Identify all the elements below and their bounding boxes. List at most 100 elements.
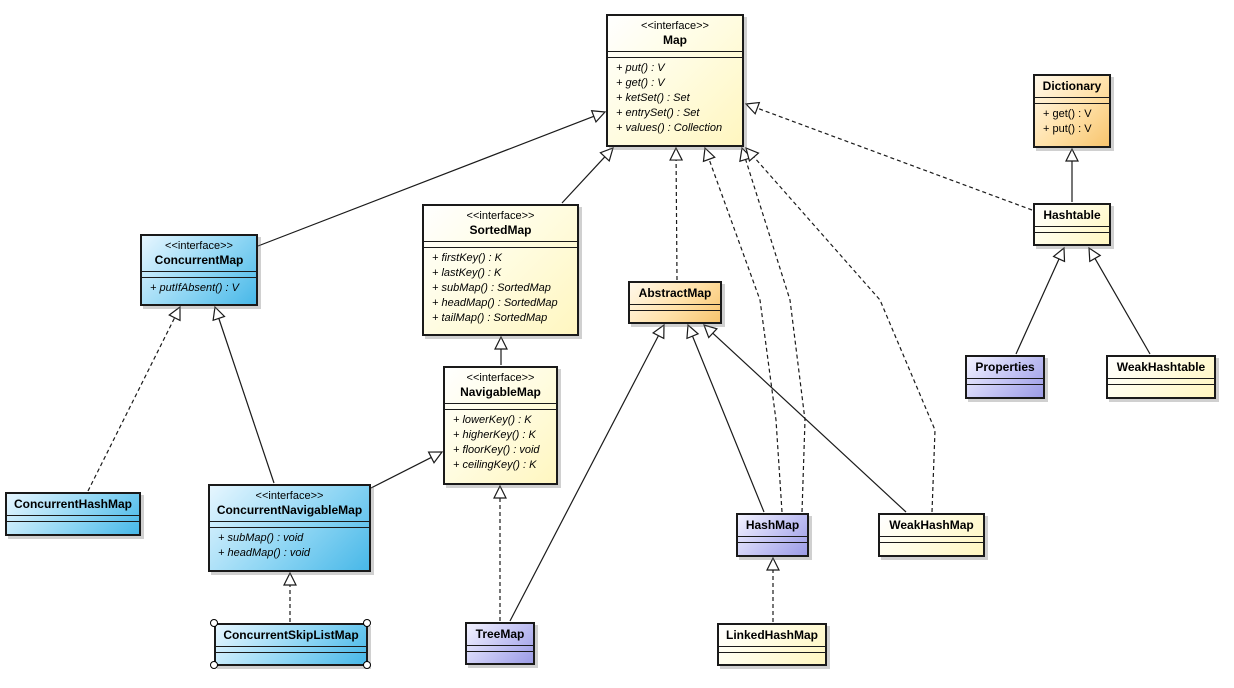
- class-name: Properties: [975, 360, 1035, 374]
- edge-concurrentskiplistmap-concurrentnavigablemap-arrowhead: [283, 571, 297, 586]
- attributes-compartment: [424, 241, 577, 247]
- attributes-compartment: [445, 403, 556, 409]
- edge-weakhashmap-map: [753, 156, 936, 513]
- operation: + entrySet() : Set: [616, 107, 700, 119]
- class-name: ConcurrentMap: [154, 253, 244, 267]
- selection-handle[interactable]: [363, 661, 371, 669]
- edge-treemap-navigablemap-arrowhead: [493, 484, 507, 499]
- operations-compartment: + lowerKey() : K + higherKey() : K + flo…: [445, 409, 556, 476]
- edge-concurrentnavigablemap-concurrentmap-arrowhead: [212, 305, 226, 322]
- class-dictionary[interactable]: Dictionary + get() : V + put() : V: [1033, 74, 1111, 148]
- class-concurrent-hash-map[interactable]: ConcurrentHashMap: [5, 492, 141, 536]
- class-sorted-map[interactable]: <<interface>>SortedMap + firstKey() : K …: [422, 204, 579, 336]
- class-hashtable[interactable]: Hashtable: [1033, 203, 1111, 246]
- edge-hashmap-map-arrowhead: [702, 146, 716, 163]
- edge-treemap-abstractmap-arrowhead: [652, 323, 665, 340]
- edge-weakhashmap-abstractmap-arrowhead: [703, 324, 718, 339]
- edge-hashmap-map: [708, 159, 783, 513]
- operations-compartment: [738, 542, 807, 548]
- class-name: Dictionary: [1042, 79, 1102, 93]
- stereotype-label: <<interface>>: [165, 240, 233, 252]
- operation: + putIfAbsent() : V: [150, 282, 239, 294]
- attributes-compartment: [142, 271, 256, 277]
- operation: + higherKey() : K: [453, 429, 536, 441]
- operations-compartment: [216, 652, 366, 658]
- stereotype-label: <<interface>>: [466, 210, 535, 222]
- edge-sortedmap-map: [561, 156, 606, 204]
- class-hash-map[interactable]: HashMap: [736, 513, 809, 557]
- class-name: WeakHashtable: [1116, 360, 1206, 374]
- edge-concurrentnavigablemap-navigablemap: [370, 456, 432, 489]
- class-name: ConcurrentSkipListMap: [223, 628, 359, 642]
- selection-handle[interactable]: [363, 619, 371, 627]
- edge-weakhashmap-map-arrowhead: [745, 146, 760, 163]
- operations-compartment: [630, 310, 720, 316]
- class-concurrent-navigable-map[interactable]: <<interface>>ConcurrentNavigableMap + su…: [208, 484, 371, 572]
- edge-weakhashtable-hashtable: [1094, 258, 1151, 355]
- class-weak-hashtable[interactable]: WeakHashtable: [1106, 355, 1216, 399]
- selection-handle[interactable]: [210, 619, 218, 627]
- class-linked-hash-map[interactable]: LinkedHashMap: [717, 623, 827, 666]
- operations-compartment: [1035, 232, 1109, 238]
- attributes-compartment: [7, 515, 139, 521]
- class-name: TreeMap: [475, 627, 525, 641]
- edge-treemap-abstractmap: [509, 335, 659, 622]
- operation: + headMap() : SortedMap: [432, 297, 558, 309]
- operation: + subMap() : void: [218, 532, 304, 544]
- operations-compartment: + putIfAbsent() : V: [142, 277, 256, 299]
- operation: + values() : Collection: [616, 122, 723, 134]
- attributes-compartment: [467, 645, 533, 651]
- edge-hashtable-dictionary-arrowhead: [1065, 147, 1079, 162]
- class-concurrent-map[interactable]: <<interface>>ConcurrentMap + putIfAbsent…: [140, 234, 258, 306]
- class-tree-map[interactable]: TreeMap: [465, 622, 535, 665]
- operation: + put() : V: [1043, 123, 1092, 135]
- attributes-compartment: [216, 646, 366, 652]
- operation: + subMap() : SortedMap: [432, 282, 551, 294]
- operation: + headMap() : void: [218, 547, 311, 559]
- operation: + tailMap() : SortedMap: [432, 312, 548, 324]
- class-name: AbstractMap: [638, 286, 712, 300]
- class-name: Map: [663, 33, 687, 47]
- attributes-compartment: [210, 521, 369, 527]
- operations-compartment: + firstKey() : K + lastKey() : K + subMa…: [424, 247, 577, 329]
- operation: + lastKey() : K: [432, 267, 502, 279]
- edge-hashtable-map-arrowhead: [744, 101, 761, 115]
- class-properties[interactable]: Properties: [965, 355, 1045, 399]
- edge-hashtable-map: [757, 107, 1033, 211]
- class-navigable-map[interactable]: <<interface>>NavigableMap + lowerKey() :…: [443, 366, 558, 485]
- edge-concurrenthashmap-concurrentmap: [87, 317, 176, 492]
- operation: + get() : V: [1043, 108, 1092, 120]
- operation: + get() : V: [616, 77, 665, 89]
- class-weak-hash-map[interactable]: WeakHashMap: [878, 513, 985, 557]
- stereotype-label: <<interface>>: [641, 20, 709, 32]
- attributes-compartment: [880, 536, 983, 542]
- attributes-compartment: [630, 304, 720, 310]
- class-name: NavigableMap: [460, 385, 541, 399]
- class-name: ConcurrentHashMap: [13, 497, 132, 511]
- operations-compartment: [7, 521, 139, 527]
- class-abstract-map[interactable]: AbstractMap: [628, 281, 722, 324]
- operations-compartment: [967, 384, 1043, 390]
- edge-hashmap-map-2: [745, 159, 806, 513]
- class-name: SortedMap: [469, 223, 532, 237]
- class-concurrent-skip-list-map[interactable]: ConcurrentSkipListMap: [214, 623, 368, 666]
- operation: + ceilingKey() : K: [453, 459, 537, 471]
- class-map[interactable]: <<interface>>Map + put() : V + get() : V…: [606, 14, 744, 147]
- edge-concurrentnavigablemap-concurrentmap: [218, 318, 275, 484]
- operations-compartment: [719, 652, 825, 658]
- edge-concurrentnavigablemap-navigablemap-arrowhead: [427, 451, 444, 464]
- selection-handle[interactable]: [210, 661, 218, 669]
- edge-weakhashtable-hashtable-arrowhead: [1088, 246, 1102, 263]
- edge-concurrentmap-map: [257, 115, 595, 247]
- edge-hashmap-abstractmap: [691, 335, 765, 513]
- attributes-compartment: [719, 646, 825, 652]
- edge-sortedmap-map-arrowhead: [599, 147, 614, 162]
- class-name: ConcurrentNavigableMap: [216, 503, 363, 517]
- edge-concurrenthashmap-concurrentmap-arrowhead: [168, 305, 181, 322]
- operations-compartment: + put() : V + get() : V + ketSet() : Set…: [608, 57, 742, 139]
- operations-compartment: + subMap() : void + headMap() : void: [210, 527, 369, 564]
- edge-weakhashmap-abstractmap: [712, 332, 907, 513]
- operation: + put() : V: [616, 62, 665, 74]
- attributes-compartment: [1035, 97, 1109, 103]
- class-name: LinkedHashMap: [725, 628, 818, 642]
